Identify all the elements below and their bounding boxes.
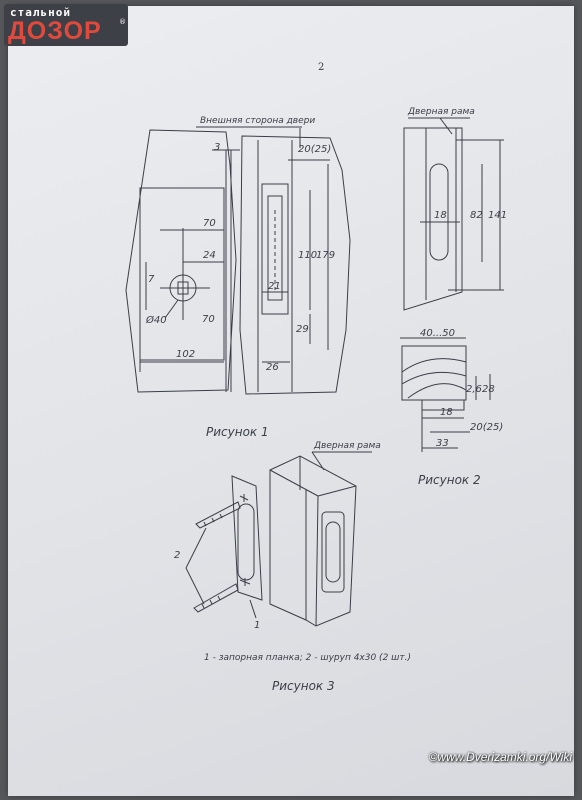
fig2-dim-18-bottom: 18 (440, 407, 453, 418)
fig1-right-leaf (239, 135, 351, 395)
fig1-dim-21: 21 (268, 281, 281, 292)
fig3-legend: 1 - запорная планка; 2 - шуруп 4х30 (2 ш… (204, 653, 411, 663)
fig3-label-frame: Дверная рама (313, 441, 381, 451)
fig3-callout-1: 1 (254, 620, 260, 631)
fig1-dim-179: 179 (316, 250, 335, 261)
fig2-dim-2-6: 2,6 (466, 384, 482, 395)
fig2-strike-slot (429, 163, 449, 261)
fig2-dim-33: 33 (436, 438, 449, 449)
fig3-screw-bottom (193, 583, 239, 613)
fig1-dim-29: 29 (296, 324, 309, 335)
fig2-dim-28: 28 (482, 384, 495, 395)
fig2-dim-18-top: 18 (434, 210, 447, 221)
fig2-dim-82: 82 (470, 210, 483, 221)
fig3-callout-2: 2 (174, 550, 180, 561)
logo-brand-text: ДОЗОР (8, 17, 102, 45)
logo-registered-mark: ® (119, 18, 126, 26)
stalnoy-dozor-logo: стальной ДОЗОР ® (4, 4, 128, 46)
fig1-left-leaf (125, 129, 237, 393)
fig1-dim-24: 24 (203, 250, 216, 261)
fig1-dim-102: 102 (176, 349, 195, 360)
fig1-label-outer-side: Внешняя сторона двери (200, 116, 315, 126)
fig3-caption: Рисунок 3 (272, 679, 335, 693)
fig1-faceplate (261, 183, 289, 315)
fig1-dim-20-25: 20(25) (298, 144, 331, 155)
fig3-strike-plate (231, 475, 263, 601)
fig1-dim-7: 7 (148, 274, 155, 285)
page-number: 2 (318, 62, 324, 73)
fig2-label-frame: Дверная рама (407, 107, 475, 117)
fig2-caption: Рисунок 2 (418, 473, 481, 487)
fig1-dim-70-top: 70 (203, 218, 216, 229)
fig2-frame-front (403, 127, 463, 311)
fig3-door-frame (269, 455, 357, 627)
fig1-lock-plate (139, 187, 225, 361)
fig1-dim-26: 26 (266, 362, 279, 373)
document-sheet (8, 6, 574, 796)
fig2-dim-141: 141 (488, 210, 507, 221)
fig1-caption: Рисунок 1 (206, 425, 269, 439)
fig2-dim-20-25: 20(25) (470, 422, 503, 433)
fig1-dim-70-bottom: 70 (202, 314, 215, 325)
fig1-dim-3: 3 (214, 142, 220, 153)
logo-top-text: стальной (10, 6, 71, 19)
fig1-dim-40: Ø40 (145, 314, 167, 326)
site-watermark: ©www.Dverizamki.org/Wiki (428, 750, 572, 764)
fig3-screw-top (195, 501, 241, 529)
fig2-dim-40-50: 40...50 (420, 328, 455, 339)
fig1-dim-110: 110 (298, 250, 317, 261)
